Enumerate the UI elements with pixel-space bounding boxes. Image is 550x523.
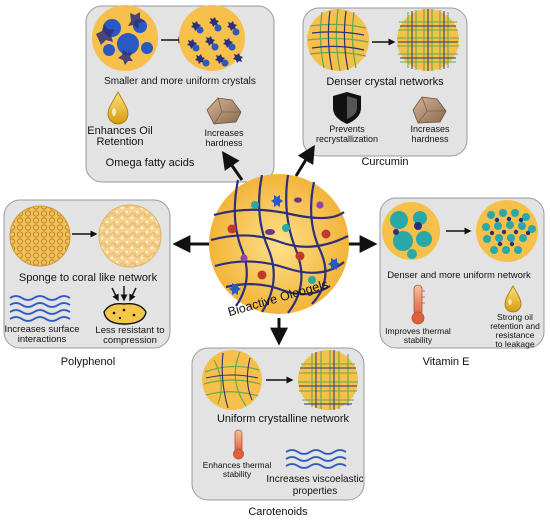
panel-omega: Smaller and more uniform crystals Enhanc… xyxy=(85,5,275,183)
vitamin-e-left-label-1: Improves thermal xyxy=(385,326,451,336)
vitamin-e-right-label-3: resistance xyxy=(496,330,535,340)
carotenoids-right-label-2: properties xyxy=(293,486,337,497)
vitamin-e-right-label-1: Strong oil xyxy=(497,312,533,322)
vitamin-e-before-circle xyxy=(382,202,440,260)
curcumin-left-label-1: Prevents xyxy=(329,124,365,134)
carotenoids-left-label-1: Enhances thermal xyxy=(203,460,272,470)
omega-effect: Smaller and more uniform crystals xyxy=(104,76,256,87)
curcumin-left-label-2: recrystallization xyxy=(316,134,378,144)
polyphenol-right-label-2: compression xyxy=(103,335,157,346)
polyphenol-left-label-1: Increases surface xyxy=(5,324,80,335)
curcumin-effect: Denser crystal networks xyxy=(326,76,444,88)
sponge-icon xyxy=(103,286,147,325)
panel-curcumin: Denser crystal networks Prevents recryst… xyxy=(302,7,468,157)
thermometer-icon xyxy=(411,284,425,325)
waves-icon xyxy=(285,449,347,469)
center-oleogel-circle: Bioactive Oleogels xyxy=(209,174,349,319)
waves-icon xyxy=(9,295,71,322)
carotenoids-right-label-1: Increases viscoelastic xyxy=(266,474,363,485)
vitamin-e-right-label-4: to leakage xyxy=(495,339,534,349)
curcumin-after-circle xyxy=(397,9,459,71)
shield-icon xyxy=(333,92,361,124)
omega-left-label-1: Enhances Oil xyxy=(87,125,152,137)
polyphenol-effect: Sponge to coral like network xyxy=(19,272,158,284)
omega-after-circle xyxy=(179,5,245,71)
vitamin-e-left-label-2: stability xyxy=(404,335,433,345)
rock-icon xyxy=(206,97,242,125)
polyphenol-after-circle xyxy=(98,204,162,268)
oil-drop-icon xyxy=(504,285,522,313)
arrow-to-curcumin xyxy=(294,144,315,177)
curcumin-caption: Curcumin xyxy=(361,156,408,168)
panel-carotenoids: Uniform crystalline network Enhances the… xyxy=(191,347,365,501)
omega-left-label-2: Retention xyxy=(96,136,143,148)
carotenoids-after-circle xyxy=(298,350,358,410)
arrow-to-omega xyxy=(221,151,244,181)
thermometer-icon xyxy=(233,429,244,460)
rock-icon xyxy=(412,96,447,124)
carotenoids-left-label-2: stability xyxy=(223,469,252,479)
polyphenol-left-label-2: interactions xyxy=(18,334,67,345)
curcumin-before-circle xyxy=(307,8,369,72)
panel-vitamin-e: Denser and more uniform network Improves… xyxy=(379,197,545,349)
carotenoids-before-circle xyxy=(202,350,262,410)
panel-polyphenol: Sponge to coral like network Increases s… xyxy=(3,199,171,349)
curcumin-right-label-1: Increases xyxy=(410,124,450,134)
omega-right-label-2: hardness xyxy=(205,138,243,148)
omega-caption: Omega fatty acids xyxy=(106,157,195,169)
oil-drop-icon xyxy=(107,91,129,125)
polyphenol-before-circle xyxy=(9,205,71,267)
vitamin-e-after-circle xyxy=(476,200,538,262)
vitamin-e-right-label-2: retention and xyxy=(490,321,540,331)
omega-right-label-1: Increases xyxy=(204,128,244,138)
omega-before-circle xyxy=(92,5,158,71)
connector-arrows xyxy=(172,144,378,346)
polyphenol-caption: Polyphenol xyxy=(61,356,115,368)
vitamin-e-caption: Vitamin E xyxy=(423,356,470,368)
carotenoids-effect: Uniform crystalline network xyxy=(217,413,350,425)
carotenoids-caption: Carotenoids xyxy=(248,506,308,518)
vitamin-e-effect: Denser and more uniform network xyxy=(387,270,531,281)
polyphenol-right-label-1: Less resistant to xyxy=(95,325,164,336)
curcumin-right-label-2: hardness xyxy=(411,134,449,144)
